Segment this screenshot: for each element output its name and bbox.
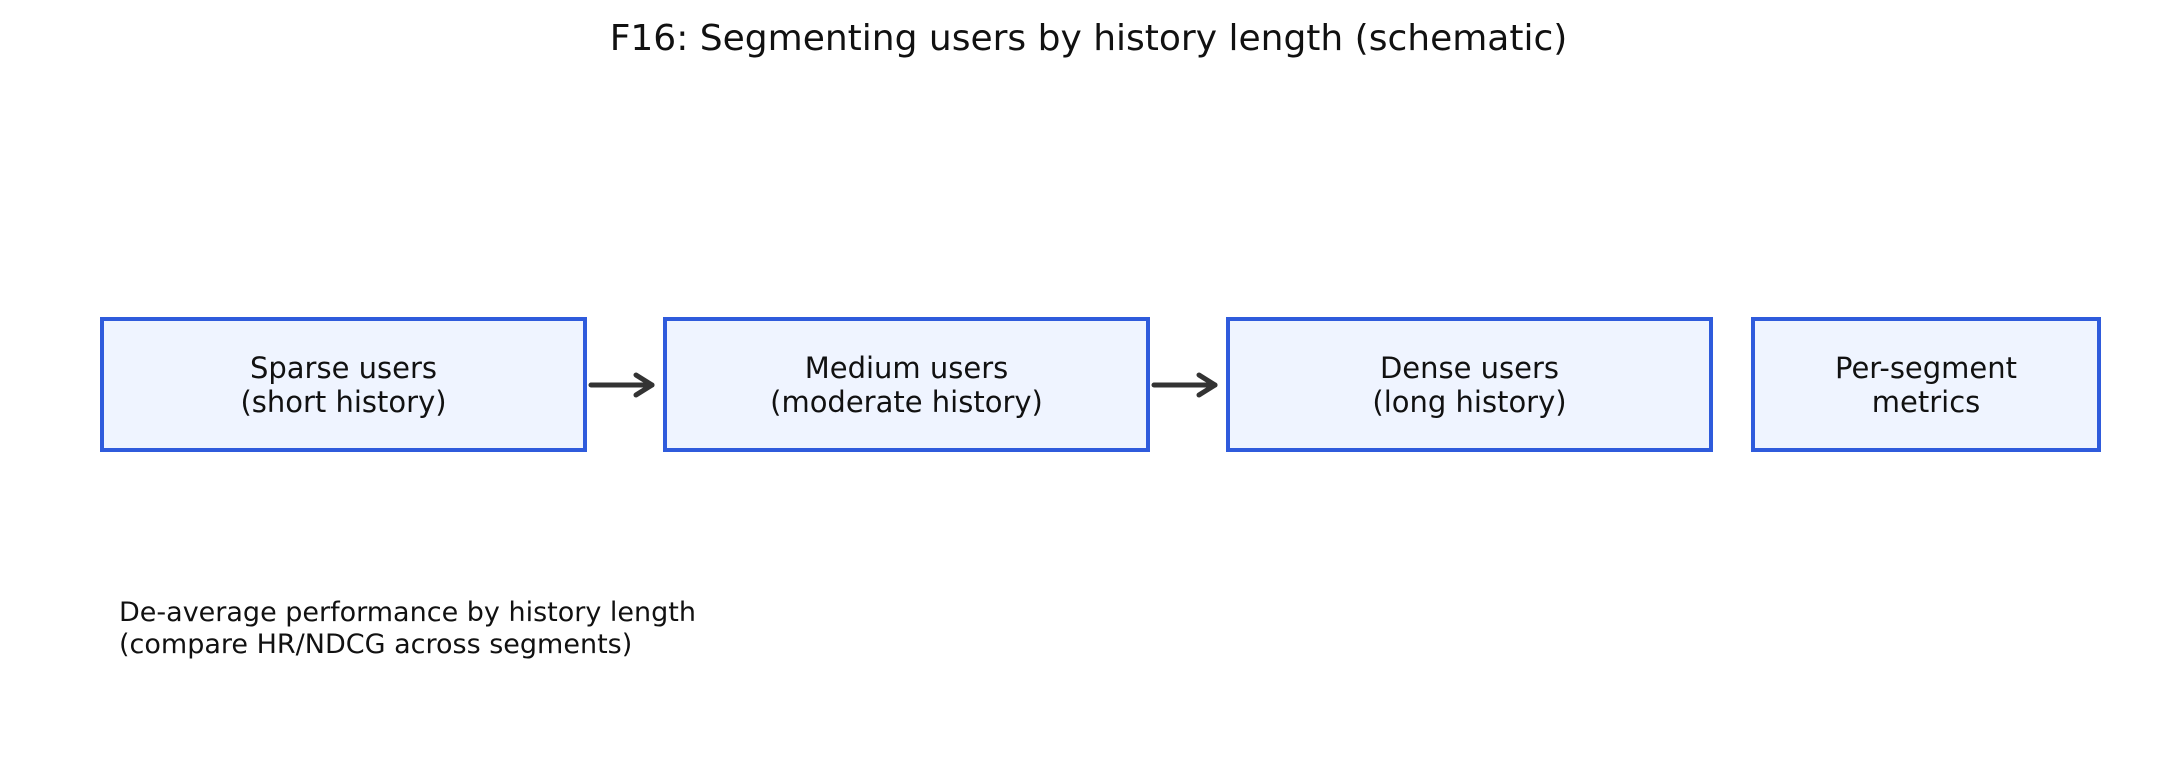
per-segment-metrics-sublabel: metrics [1871, 384, 1981, 419]
medium-users-sublabel: (moderate history) [770, 384, 1043, 419]
annotation-line-2: (compare HR/NDCG across segments) [119, 629, 633, 660]
per-segment-metrics-box: Per-segment metrics [1751, 317, 2101, 452]
diagram-title: F16: Segmenting users by history length … [609, 18, 1568, 59]
sparse-users-label: Sparse users [249, 350, 438, 385]
medium-users-box: Medium users (moderate history) [663, 317, 1150, 452]
dense-users-box: Dense users (long history) [1226, 317, 1713, 452]
per-segment-metrics-label: Per-segment [1834, 350, 2018, 385]
annotation-line-1: De-average performance by history length [119, 597, 696, 628]
arrow-medium-to-dense [1151, 372, 1218, 398]
dense-users-sublabel: (long history) [1372, 384, 1567, 419]
arrow-sparse-to-medium [588, 372, 655, 398]
annotation-note: De-average performance by history length… [119, 597, 696, 661]
dense-users-label: Dense users [1379, 350, 1560, 385]
sparse-users-box: Sparse users (short history) [100, 317, 587, 452]
sparse-users-sublabel: (short history) [240, 384, 447, 419]
medium-users-label: Medium users [804, 350, 1009, 385]
